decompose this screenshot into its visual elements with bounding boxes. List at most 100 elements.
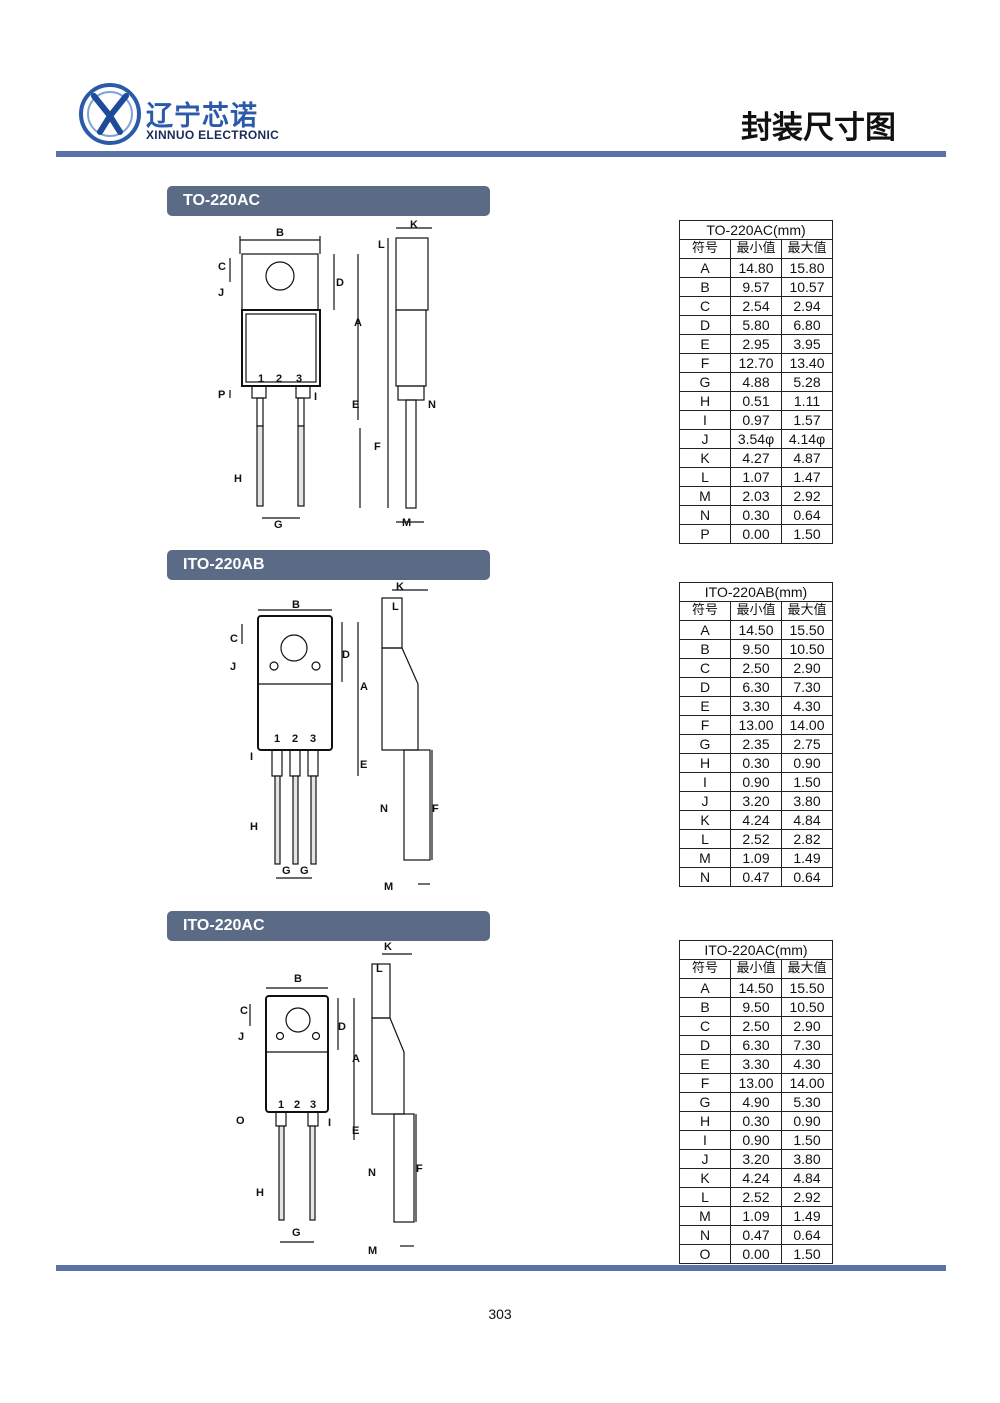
dim-label-g-2: G (300, 865, 309, 877)
cell-min: 12.70 (730, 353, 782, 373)
pin-label-1: 1 (278, 1099, 284, 1111)
dim-label-b: B (294, 973, 302, 985)
cell-symbol: L (679, 829, 731, 849)
cell-max: 4.14φ (781, 429, 833, 449)
cell-max: 2.82 (781, 829, 833, 849)
cell-min: 9.50 (730, 639, 782, 659)
pin-label-1: 1 (258, 373, 264, 385)
dim-label-c: C (240, 1005, 248, 1017)
dim-label-n: N (380, 803, 388, 815)
cell-min: 3.54φ (730, 429, 782, 449)
dim-label-c: C (230, 633, 238, 645)
dim-label-d: D (336, 277, 344, 289)
cell-symbol: F (679, 353, 731, 373)
dim-label-d: D (342, 649, 350, 661)
cell-symbol: J (679, 791, 731, 811)
cell-min: 2.03 (730, 486, 782, 506)
dim-label-f: F (416, 1163, 423, 1175)
cell-symbol: H (679, 391, 731, 411)
cell-symbol: G (679, 734, 731, 754)
page-title: 封装尺寸图 (741, 110, 896, 146)
dim-label-i: I (250, 751, 253, 763)
cell-max: 0.64 (781, 1225, 833, 1245)
cell-max: 15.80 (781, 258, 833, 278)
cell-min: 6.30 (730, 677, 782, 697)
dim-label-g: G (292, 1227, 301, 1239)
cell-max: 1.49 (781, 848, 833, 868)
cell-max: 0.64 (781, 505, 833, 525)
cell-min: 0.00 (730, 524, 782, 544)
ito220ab-outline-drawing: B C J D A 1 2 3 I E F H G G K L N M (230, 581, 439, 892)
cell-max: 14.00 (781, 715, 833, 735)
pin-label-2: 2 (276, 373, 282, 385)
col-header-min: 最小值 (730, 239, 782, 259)
dim-label-a: A (354, 317, 362, 329)
cell-max: 4.30 (781, 1054, 833, 1074)
cell-max: 2.75 (781, 734, 833, 754)
cell-symbol: K (679, 810, 731, 830)
table-title: ITO-220AB(mm) (679, 582, 833, 602)
dim-label-i: I (328, 1117, 331, 1129)
ito220ac-outline-drawing: B C J D A 1 2 3 O I E F H G K L N M (236, 941, 423, 1255)
col-header-symbol: 符号 (679, 601, 731, 621)
pin-label-3: 3 (310, 733, 316, 745)
col-header-symbol: 符号 (679, 239, 731, 259)
cell-min: 1.09 (730, 848, 782, 868)
cell-max: 2.92 (781, 486, 833, 506)
cell-symbol: E (679, 696, 731, 716)
cell-max: 0.90 (781, 753, 833, 773)
cell-min: 2.50 (730, 658, 782, 678)
cell-symbol: F (679, 715, 731, 735)
cell-symbol: M (679, 486, 731, 506)
table-title: TO-220AC(mm) (679, 220, 833, 240)
cell-min: 2.50 (730, 1016, 782, 1036)
dim-label-j: J (218, 287, 224, 299)
cell-min: 1.07 (730, 467, 782, 487)
dim-label-f: F (374, 441, 381, 453)
cell-min: 14.50 (730, 620, 782, 640)
cell-max: 1.49 (781, 1206, 833, 1226)
cell-min: 3.30 (730, 696, 782, 716)
cell-min: 14.80 (730, 258, 782, 278)
col-header-symbol: 符号 (679, 959, 731, 979)
cell-min: 0.51 (730, 391, 782, 411)
col-header-max: 最大值 (781, 959, 833, 979)
cell-symbol: A (679, 258, 731, 278)
cell-min: 4.88 (730, 372, 782, 392)
logo-chinese-name: 辽宁芯诺 (146, 101, 258, 132)
cell-symbol: O (679, 1244, 731, 1264)
dim-label-m: M (402, 517, 411, 529)
cell-max: 10.50 (781, 639, 833, 659)
cell-min: 0.47 (730, 1225, 782, 1245)
dim-label-o: O (236, 1115, 245, 1127)
cell-symbol: H (679, 1111, 731, 1131)
cell-symbol: P (679, 524, 731, 544)
dim-label-e: E (352, 399, 359, 411)
dim-label-e: E (352, 1125, 359, 1137)
cell-symbol: C (679, 296, 731, 316)
cell-symbol: N (679, 867, 731, 887)
cell-symbol: I (679, 410, 731, 430)
cell-min: 9.57 (730, 277, 782, 297)
cell-max: 2.90 (781, 658, 833, 678)
cell-min: 6.30 (730, 1035, 782, 1055)
cell-max: 6.80 (781, 315, 833, 335)
cell-min: 0.97 (730, 410, 782, 430)
dim-label-h: H (256, 1187, 264, 1199)
dim-label-n: N (428, 399, 436, 411)
